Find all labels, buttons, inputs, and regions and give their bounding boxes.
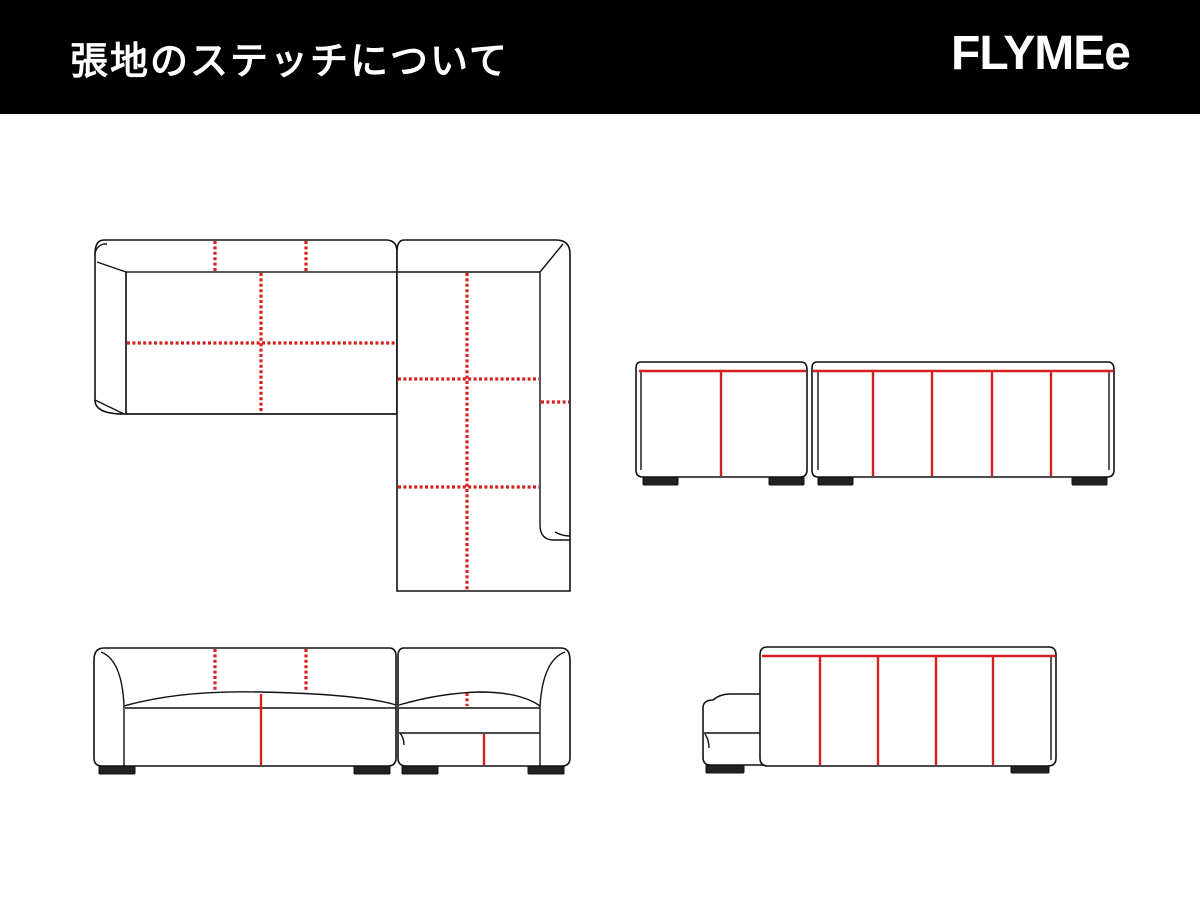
- rside-foot-4: [1071, 476, 1108, 486]
- top-view: [94, 239, 571, 592]
- lside-block: [759, 646, 1057, 767]
- top-right-arm-diag: [539, 243, 564, 273]
- left-side-view: [702, 646, 1057, 774]
- top-right-arm-end: [539, 524, 570, 541]
- top-right-module-outline: [396, 239, 571, 592]
- right-side-view: [635, 361, 1115, 486]
- lside-seat-corner: [704, 733, 710, 749]
- rside-block-right: [811, 361, 1115, 478]
- brand-logo: FLYMEe: [951, 27, 1131, 80]
- front-view: [93, 647, 571, 775]
- lside-seat: [702, 693, 764, 766]
- header-bar: 張地のステッチについて FLYMEe: [0, 0, 1200, 114]
- top-left-arm-shadow: [94, 399, 125, 415]
- front-foot-1: [98, 765, 136, 775]
- front-foot-3: [401, 765, 439, 775]
- rside-foot-1: [642, 476, 679, 486]
- front-foot-2: [353, 765, 391, 775]
- rside-foot-3: [817, 476, 854, 486]
- front-right-module: [397, 647, 571, 767]
- front-left-cushion-top: [123, 691, 397, 707]
- lside-foot-1: [705, 764, 745, 774]
- front-right-base-corner: [399, 732, 405, 746]
- top-left-arm: [94, 243, 107, 255]
- top-left-module-outline: [94, 239, 398, 415]
- front-right-cushion-top: [398, 691, 541, 707]
- top-right-arm-cap: [554, 531, 571, 537]
- page-title: 張地のステッチについて: [70, 39, 509, 83]
- front-foot-4: [527, 765, 565, 775]
- rside-foot-2: [768, 476, 805, 486]
- top-left-back-edge: [96, 261, 127, 273]
- front-left-module: [93, 647, 397, 767]
